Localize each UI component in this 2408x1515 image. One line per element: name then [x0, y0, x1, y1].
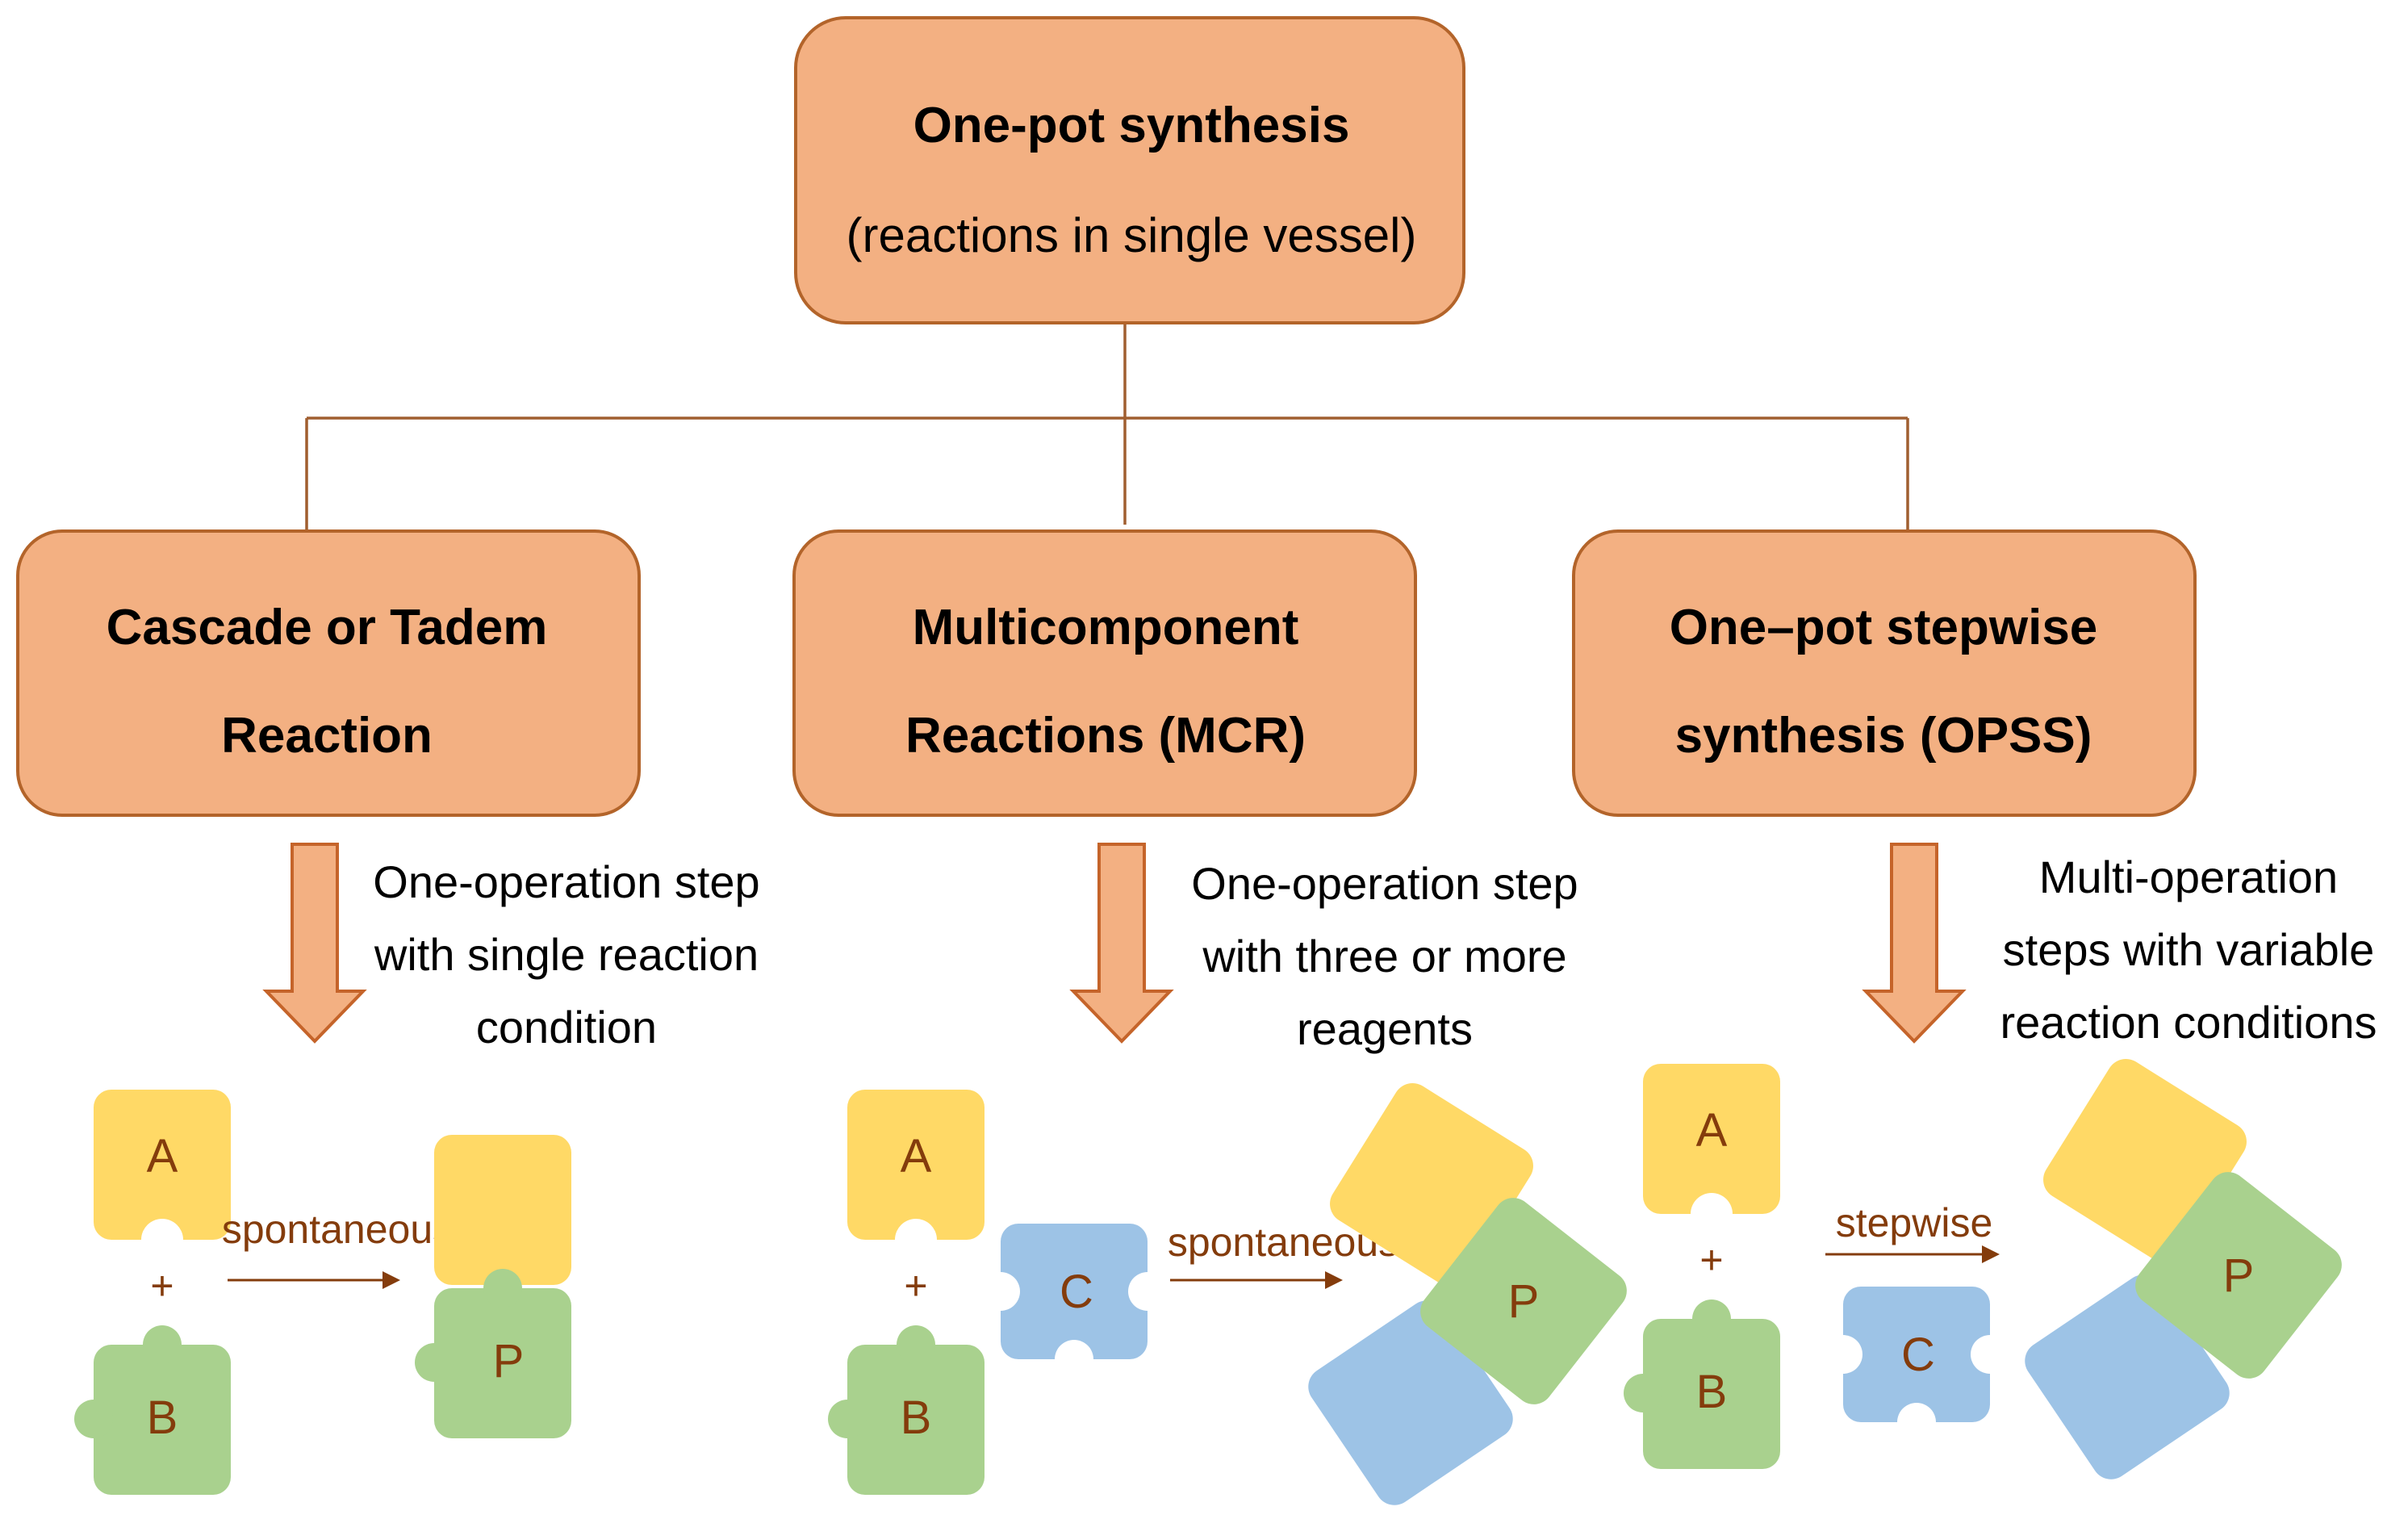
category-title-line1: Cascade or Tadem	[107, 600, 548, 655]
reaction-label: spontaneous	[222, 1207, 453, 1252]
category-title-line2: Reaction	[221, 708, 433, 764]
puzzle-piece-a: A	[847, 1090, 985, 1261]
piece-label: C	[1901, 1329, 1935, 1381]
puzzle-piece-c: C	[981, 1224, 1167, 1379]
category-title-line1: One–pot stepwise	[1670, 600, 2098, 655]
root-node: One-pot synthesis (reactions in single v…	[794, 16, 1465, 324]
description-line3: reagents	[1297, 1003, 1473, 1054]
piece-label: B	[901, 1392, 932, 1444]
down-arrow-icon	[1069, 843, 1174, 1044]
category-cascade: Cascade or Tadem Reaction One-operation …	[16, 529, 760, 1495]
piece-label: A	[901, 1130, 932, 1182]
arrow-head-icon	[383, 1271, 400, 1289]
puzzle-piece-a: A	[1643, 1064, 1780, 1235]
piece-label: C	[1060, 1266, 1093, 1318]
arrow-head-icon	[1982, 1245, 2000, 1263]
product-assembly: P	[2025, 1059, 2342, 1479]
description-line1: Multi-operation	[2039, 852, 2338, 902]
root-subtitle: (reactions in single vessel)	[847, 208, 1417, 262]
piece-label: A	[147, 1130, 178, 1182]
description-line1: One-operation step	[1191, 858, 1578, 909]
product-label: P	[1508, 1275, 1540, 1328]
arrow-head-icon	[1325, 1271, 1343, 1289]
puzzle-piece-a: A	[94, 1090, 231, 1261]
category-box	[792, 529, 1417, 817]
piece-label: B	[1696, 1366, 1728, 1418]
piece-label: A	[1696, 1104, 1728, 1157]
description-line3: condition	[476, 1002, 657, 1053]
description-line2: steps with variable	[2003, 924, 2375, 975]
plus-sign: +	[1699, 1237, 1723, 1283]
reaction-label: stepwise	[1836, 1200, 1993, 1245]
puzzle-piece-b: B	[74, 1325, 231, 1495]
category-mcr: Multicomponent Reactions (MCR) One-opera…	[792, 529, 1627, 1505]
category-opss: One–pot stepwise synthesis (OPSS) Multi-…	[1572, 529, 2377, 1479]
plus-sign: +	[150, 1263, 173, 1308]
description-line1: One-operation step	[373, 856, 759, 907]
tree-connectors	[305, 323, 1909, 533]
puzzle-piece-c: C	[1824, 1287, 2009, 1442]
root-title: One-pot synthesis	[913, 98, 1350, 153]
puzzle-piece-b: B	[828, 1325, 985, 1495]
down-arrow-icon	[262, 843, 367, 1044]
product-assembly: P	[1308, 1083, 1627, 1505]
root-box	[794, 16, 1465, 324]
description-line2: with single reaction	[374, 929, 759, 980]
category-title-line2: synthesis (OPSS)	[1675, 708, 2092, 764]
product-label: P	[2223, 1249, 2255, 1302]
piece-label: B	[147, 1392, 178, 1444]
product-assembly: P	[415, 1135, 571, 1438]
category-title-line2: Reactions (MCR)	[905, 708, 1306, 764]
description-line3: reaction conditions	[2000, 997, 2377, 1048]
description-line2: with three or more	[1202, 931, 1566, 981]
category-box	[1572, 529, 2197, 817]
product-label: P	[493, 1335, 525, 1387]
puzzle-piece-b: B	[1624, 1299, 1780, 1469]
category-title-line1: Multicomponent	[913, 600, 1299, 655]
category-box	[16, 529, 641, 817]
plus-sign: +	[904, 1263, 927, 1308]
down-arrow-icon	[1862, 843, 1967, 1044]
